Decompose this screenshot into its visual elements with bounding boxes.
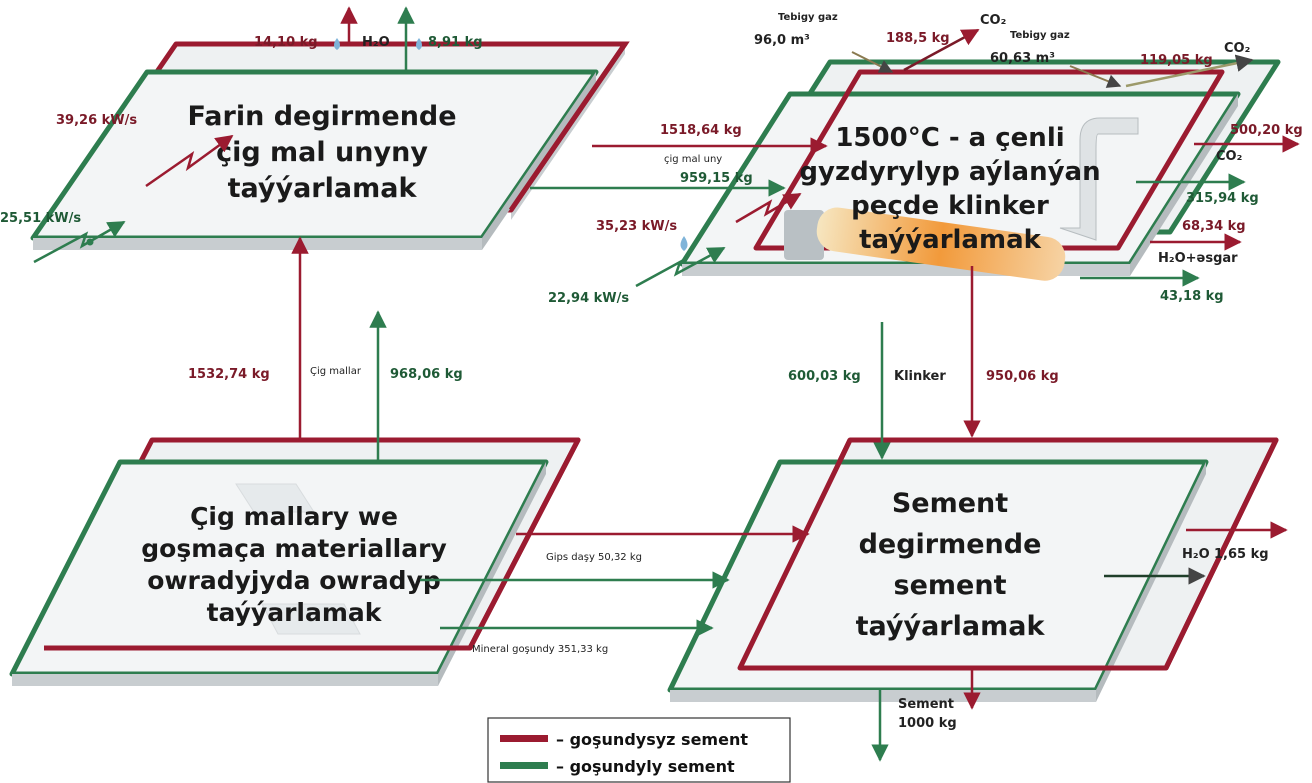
power-green-left-label: 25,51 kW/s bbox=[0, 211, 81, 226]
gypsum-label: Gips daşy 50,32 kg bbox=[546, 552, 642, 563]
h2o-ash-label: H₂O+əsgar bbox=[1158, 251, 1238, 266]
gas-value-1: 96,0 m³ bbox=[754, 33, 810, 48]
out-green-2-label: 43,18 kg bbox=[1160, 289, 1224, 304]
power-red-mid-arrow bbox=[735, 192, 802, 224]
raw-red-label: 1532,74 kg bbox=[188, 367, 270, 382]
gas-in-arrow-2 bbox=[1069, 65, 1122, 88]
legend-red-swatch bbox=[500, 735, 548, 742]
raw-meal-green-label: 959,15 kg bbox=[680, 171, 753, 186]
water-drop-icon bbox=[416, 38, 422, 50]
panel-cement-mill-line4: taýýarlamak bbox=[856, 611, 1046, 642]
co2-top-label: CO₂ bbox=[980, 13, 1006, 28]
kiln-illustration bbox=[784, 117, 1139, 281]
panel-raw-materials: Çig mallary we goşmaça materiallary owra… bbox=[9, 437, 581, 686]
co2-top-arrow bbox=[903, 28, 980, 72]
co2-mid-label: CO₂ bbox=[1216, 149, 1242, 164]
out-red-1-label: 500,20 kg bbox=[1230, 123, 1303, 138]
legend-green-swatch bbox=[500, 762, 548, 769]
power-red-left-label: 39,26 kW/s bbox=[56, 113, 137, 128]
stone-illustration bbox=[235, 483, 361, 635]
panel-kiln-line3: peçde klinker bbox=[851, 191, 1049, 221]
panel-raw-materials-line2: goşmaça materiallary bbox=[141, 534, 447, 563]
legend-green-label: – goşundyly sement bbox=[556, 757, 735, 776]
power-green-mid-arrow bbox=[635, 246, 726, 288]
h2o-bottom-value: 1,65 kg bbox=[1214, 547, 1269, 562]
co2-right-arrow bbox=[1125, 54, 1254, 88]
h2o-top-label: H₂O bbox=[362, 35, 390, 50]
h2o-bottom-label: H₂O bbox=[1182, 547, 1210, 562]
water-drop-icon bbox=[334, 38, 340, 50]
panel-raw-meal-line3: taýýarlamak bbox=[228, 173, 418, 204]
panel-raw-meal: Farin degirmende çig mal unyny taýýarlam… bbox=[30, 41, 630, 250]
raw-green-label: 968,06 kg bbox=[390, 367, 463, 382]
out-red-2-label: 68,34 kg bbox=[1182, 219, 1246, 234]
power-green-left-arrow bbox=[33, 220, 126, 264]
water-red-label: 14,10 kg bbox=[254, 35, 318, 50]
panel-raw-meal-line1: Farin degirmende bbox=[187, 101, 456, 132]
power-red-left-arrow bbox=[145, 134, 234, 188]
raw-meal-red-label: 1518,64 kg bbox=[660, 123, 742, 138]
gas-value-2: 60,63 m³ bbox=[990, 51, 1055, 66]
panel-raw-materials-line4: taýýarlamak bbox=[207, 598, 383, 627]
panel-kiln-line1: 1500°C - a çenli bbox=[835, 123, 1064, 153]
clinker-red-label: 950,06 kg bbox=[986, 369, 1059, 384]
co2-right-value: 119,05 kg bbox=[1140, 53, 1213, 68]
panel-cement-mill-line1: Sement bbox=[892, 488, 1008, 519]
mineral-label: Mineral goşundy 351,33 kg bbox=[472, 644, 608, 655]
panel-raw-meal-line2: çig mal unyny bbox=[216, 137, 428, 168]
clinker-caption: Klinker bbox=[894, 369, 946, 384]
panel-cement-mill-line3: sement bbox=[894, 570, 1007, 601]
gas-in-arrow-1 bbox=[851, 51, 894, 73]
clinker-green-label: 600,03 kg bbox=[788, 369, 861, 384]
cement-out-label: Sement bbox=[898, 697, 954, 712]
panel-cement-mill: Sement degirmende sement taýýarlamak bbox=[667, 437, 1279, 702]
panel-raw-materials-line1: Çig mallary we bbox=[190, 502, 398, 531]
panel-kiln-line2: gyzdyrylyp aýlanýan bbox=[799, 157, 1100, 187]
panel-kiln: 1500°C - a çenli gyzdyrylyp aýlanýan peç… bbox=[679, 59, 1281, 281]
panel-raw-materials-line3: owradyjyda owradyp bbox=[147, 566, 441, 595]
panel-kiln-line4: taýýarlamak bbox=[859, 225, 1042, 255]
gas-label-2: Tebigy gaz bbox=[1010, 30, 1070, 41]
raw-meal-caption: çig mal uny bbox=[664, 154, 722, 165]
legend: – goşundysyz sement – goşundyly sement bbox=[487, 717, 791, 783]
raw-caption: Çig mallar bbox=[310, 366, 362, 377]
water-green-label: 8,91 kg bbox=[428, 35, 483, 50]
power-red-mid-label: 35,23 kW/s bbox=[596, 219, 677, 234]
co2-right-label: CO₂ bbox=[1224, 41, 1250, 56]
legend-red-label: – goşundysyz sement bbox=[556, 730, 748, 749]
out-green-1-label: 315,94 kg bbox=[1186, 191, 1259, 206]
cement-out-value: 1000 kg bbox=[898, 716, 957, 731]
gas-label-1: Tebigy gaz bbox=[778, 12, 838, 23]
co2-top-value: 188,5 kg bbox=[886, 31, 950, 46]
water-drop-icon bbox=[680, 236, 688, 251]
power-green-mid-label: 22,94 kW/s bbox=[548, 291, 629, 306]
panel-cement-mill-line2: degirmende bbox=[859, 529, 1042, 560]
